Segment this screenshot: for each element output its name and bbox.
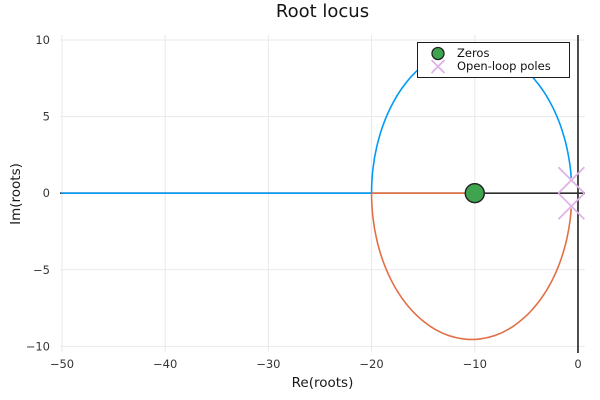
y-tick-label: −10 bbox=[26, 339, 50, 353]
y-tick-label: 5 bbox=[43, 110, 50, 124]
x-tick-label: −40 bbox=[153, 357, 177, 371]
y-tick-label: −5 bbox=[33, 263, 50, 277]
root-locus-branch-to-zero bbox=[370, 192, 572, 341]
x-tick-label: −20 bbox=[359, 357, 383, 371]
legend-label-zeros: Zeros bbox=[457, 46, 490, 60]
legend-item-poles: Open-loop poles bbox=[430, 59, 569, 74]
legend: Zeros Open-loop poles bbox=[417, 42, 570, 78]
y-tick-label: 0 bbox=[43, 186, 50, 200]
x-tick-label: −30 bbox=[256, 357, 280, 371]
zero-marker bbox=[464, 182, 485, 204]
x-tick-label: −50 bbox=[50, 357, 74, 371]
x-tick-label: −10 bbox=[463, 357, 487, 371]
legend-item-zeros: Zeros bbox=[430, 46, 569, 61]
y-axis-label: Im(roots) bbox=[8, 163, 24, 225]
pole-marker bbox=[557, 192, 586, 220]
legend-label-poles: Open-loop poles bbox=[457, 59, 551, 73]
pole-x-icon bbox=[430, 59, 446, 74]
x-tick-label: 0 bbox=[574, 357, 581, 371]
x-axis-label: Re(roots) bbox=[291, 375, 354, 391]
pole-marker bbox=[557, 166, 586, 194]
y-tick-label: 10 bbox=[35, 33, 50, 47]
chart-title: Root locus bbox=[275, 1, 370, 22]
zero-circle-icon bbox=[431, 46, 445, 61]
